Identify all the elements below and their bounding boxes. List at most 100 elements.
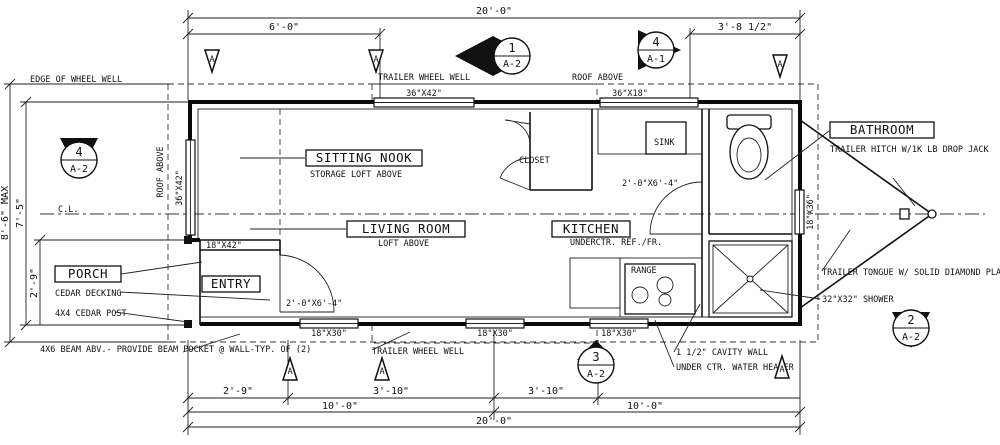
entry-door-swing: [279, 254, 335, 313]
label-roof-above-top: ROOF ABOVE: [572, 73, 623, 83]
dim-overall-top: 20'-0": [476, 6, 512, 17]
svg-text:KITCHEN: KITCHEN: [563, 221, 619, 236]
label-edge-of-wheel-well: EDGE OF WHEEL WELL: [30, 75, 122, 85]
label-range: RANGE: [631, 266, 657, 276]
window-label-bottom-3: 18"X30": [601, 329, 637, 339]
room-tag-bathroom: BATHROOM: [829, 121, 935, 139]
label-closet: CLOSET: [519, 156, 550, 166]
dim-left-inner: 7'-5": [15, 198, 26, 228]
room-tag-porch: PORCH: [54, 265, 122, 283]
window-right: [794, 189, 805, 235]
dim-left-max: 8'-6" MAX: [0, 186, 11, 240]
porch-post-bottom: [184, 320, 192, 328]
svg-text:1: 1: [508, 41, 515, 55]
closet-door-swing: [499, 157, 531, 191]
svg-text:4: 4: [652, 35, 659, 49]
dim-top-left: 6'-0": [269, 22, 299, 33]
window-label-left: 36"X42": [175, 170, 185, 206]
dim-bottom-seg3: 3'-10": [528, 386, 564, 397]
label-trailer-wheel-well-top: TRAILER WHEEL WELL: [378, 73, 470, 83]
sink: [645, 121, 687, 155]
view-tag-4: A: [281, 355, 299, 381]
section-marker-top-center: 1 A-2: [455, 36, 531, 76]
room-tag-sitting-nook: SITTING NOOK: [305, 149, 423, 167]
window-label-top-wheel: 36"X42": [406, 89, 442, 99]
view-tag-1: A: [203, 49, 221, 75]
svg-text:A-2: A-2: [70, 164, 88, 175]
label-shower: 32"X32" SHOWER: [822, 295, 895, 305]
leader-lines: [114, 130, 916, 368]
view-tag-5: A: [373, 355, 391, 381]
svg-text:A: A: [777, 60, 782, 70]
dim-overall-bottom: 20'-0": [476, 416, 512, 427]
dim-bottom-seg1: 2'-9": [223, 386, 253, 397]
dim-left-lower: 2'-9": [29, 268, 40, 298]
window-bottom-1: [299, 318, 359, 329]
label-storage-loft: STORAGE LOFT ABOVE: [310, 170, 402, 180]
view-tag-6: A: [773, 353, 791, 379]
section-marker-left: 4 A-2: [60, 138, 98, 179]
label-beam-note: 4X6 BEAM ABV.- PROVIDE BEAM POCKET @ WAL…: [40, 345, 311, 355]
door-label-entry: 2'-0"X6'-4": [286, 299, 342, 309]
centerline-label: C.L.: [58, 205, 78, 215]
label-cedar-decking: CEDAR DECKING: [55, 289, 122, 299]
hitch-jack: [899, 208, 910, 220]
label-underctr-ref: UNDERCTR. REF./FR.: [570, 238, 662, 248]
svg-text:ENTRY: ENTRY: [211, 276, 251, 291]
window-label-bottom-1: 18"X30": [311, 329, 347, 339]
svg-text:4: 4: [75, 145, 82, 159]
room-tag-entry: ENTRY: [201, 275, 261, 293]
svg-text:A: A: [209, 55, 214, 65]
room-tag-kitchen: KITCHEN: [551, 220, 631, 238]
window-label-right: 18"X36": [806, 194, 816, 230]
label-loft-above: LOFT ABOVE: [378, 239, 429, 249]
room-tag-living-room: LIVING ROOM: [346, 220, 466, 238]
svg-text:PORCH: PORCH: [68, 266, 108, 281]
bath-door-swing: [649, 181, 703, 235]
label-trailer-hitch: TRAILER HITCH W/1K LB DROP JACK: [830, 145, 990, 155]
label-sink: SINK: [654, 138, 675, 148]
dim-top-right: 3'-8 1/2": [718, 22, 772, 33]
section-marker-top-right: 4 A-1: [637, 30, 681, 70]
dim-bottom-half-left: 10'-0": [322, 401, 358, 412]
window-bottom-2: [465, 318, 525, 329]
svg-text:A-2: A-2: [587, 369, 605, 380]
view-tag-3: A: [771, 54, 789, 80]
window-top-wheel: [373, 97, 475, 108]
section-marker-right: 2 A-2: [892, 309, 930, 348]
fridge: [569, 257, 621, 309]
dim-bottom-seg2: 3'-10": [373, 386, 409, 397]
view-tag-2: A: [367, 49, 385, 75]
window-left: [185, 139, 196, 236]
svg-text:A: A: [287, 367, 292, 377]
svg-text:LIVING ROOM: LIVING ROOM: [362, 221, 450, 236]
label-trailer-tongue: TRAILER TONGUE W/ SOLID DIAMOND PLATE SU…: [822, 268, 1000, 278]
door-label-closet: 2'-0"X6'-4": [622, 179, 678, 189]
label-water-heater: UNDER CTR. WATER HEATER: [676, 363, 795, 373]
svg-text:A: A: [373, 55, 378, 65]
dim-bottom-half-right: 10'-0": [627, 401, 663, 412]
section-marker-bottom-center: 3 A-2: [577, 340, 615, 384]
svg-text:A: A: [779, 365, 784, 375]
label-cedar-post: 4X4 CEDAR POST: [55, 309, 127, 319]
window-label-top-kitchen: 36"X18": [612, 89, 648, 99]
window-top-kitchen: [599, 97, 699, 108]
svg-text:SITTING NOOK: SITTING NOOK: [316, 150, 412, 165]
toilet-bowl: [729, 124, 769, 180]
svg-text:A-1: A-1: [647, 54, 665, 65]
svg-text:A: A: [379, 367, 384, 377]
label-trailer-wheel-well-bottom: TRAILER WHEEL WELL: [372, 347, 464, 357]
svg-text:A-2: A-2: [902, 332, 920, 343]
range: [624, 263, 696, 315]
window-bottom-3: [589, 318, 649, 329]
svg-text:BATHROOM: BATHROOM: [850, 122, 914, 137]
label-roof-above-left: ROOF ABOVE: [156, 146, 166, 197]
window-label-bottom-2: 18"X30": [477, 329, 513, 339]
window-label-entry: 18"X42": [206, 241, 242, 251]
svg-text:A-2: A-2: [503, 59, 521, 70]
svg-text:2: 2: [907, 313, 914, 327]
label-cavity-wall: 1 1/2" CAVITY WALL: [676, 348, 768, 358]
svg-text:3: 3: [592, 350, 599, 364]
porch-post-top: [184, 236, 192, 244]
